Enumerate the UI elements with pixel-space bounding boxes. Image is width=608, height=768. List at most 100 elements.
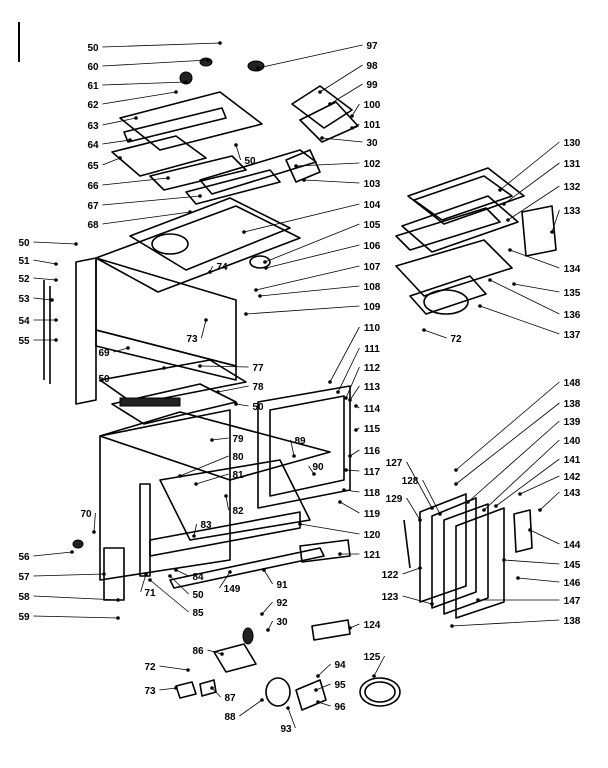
leader-line [467, 420, 560, 503]
callout-l68: 68 [87, 210, 192, 231]
leader-line [33, 259, 57, 265]
leader-dot [498, 188, 502, 192]
callout-l138b: 138 [450, 616, 581, 628]
callout-l93: 93 [280, 706, 296, 735]
leader-line [290, 439, 295, 457]
leader-dot [512, 282, 516, 286]
callout-l85: 85 [148, 578, 204, 619]
leader-line [529, 529, 560, 545]
callout-l101: 101 [350, 120, 381, 131]
part-number-label: 134 [564, 264, 581, 275]
part-number-label: 54 [18, 316, 30, 327]
leader-dot [506, 218, 510, 222]
callout-l66: 66 [87, 176, 170, 192]
leader-line [113, 347, 129, 353]
leader-dot [128, 138, 132, 142]
bracket-assembly [285, 85, 359, 183]
leader-dot [116, 616, 120, 620]
part-number-label: 101 [364, 120, 381, 131]
part-number-label: 130 [564, 138, 581, 149]
leader-dot [166, 176, 170, 180]
part-number-label: 92 [276, 598, 288, 609]
callout-l91: 91 [262, 568, 288, 591]
leader-line [343, 489, 360, 493]
callout-l59: 59 [18, 612, 120, 623]
part-number-label: 73 [186, 334, 198, 345]
part-number-label: 78 [252, 382, 264, 393]
leader-dot [286, 706, 290, 710]
callout-l106: 106 [264, 241, 381, 270]
leader-dot [234, 402, 238, 406]
leader-dot [418, 566, 422, 570]
leader-line [102, 211, 191, 225]
callout-l132: 132 [506, 182, 581, 222]
leader-line [33, 241, 77, 245]
callout-l118: 118 [342, 488, 381, 499]
leader-line [349, 449, 360, 457]
part-number-label: 91 [276, 580, 288, 591]
leader-line [265, 244, 360, 269]
callout-l117: 117 [344, 467, 381, 478]
callout-l119: 119 [338, 500, 381, 520]
leader-line [303, 179, 360, 184]
leader-line [402, 567, 421, 575]
part-number-label: 82 [232, 506, 244, 517]
part-number-label: 108 [364, 282, 381, 293]
callout-l58: 58 [18, 592, 120, 603]
part-number-label: 136 [564, 310, 581, 321]
leader-line [455, 381, 560, 471]
broiler-assembly [395, 167, 557, 315]
leader-dot [502, 202, 506, 206]
leader-dot [516, 576, 520, 580]
leader-dot [494, 504, 498, 508]
leader-dot [260, 612, 264, 616]
leader-line [479, 305, 560, 335]
part-number-label: 51 [18, 256, 30, 267]
part-number-label: 68 [87, 220, 99, 231]
leader-line [33, 297, 53, 301]
leader-dot [328, 380, 332, 384]
leader-dot [372, 674, 376, 678]
part-number-label: 90 [312, 462, 324, 473]
part-number-label: 50 [244, 156, 256, 167]
leader-line [113, 367, 165, 379]
leader-dot [216, 390, 220, 394]
leader-dot [148, 578, 152, 582]
part-number-label: 63 [87, 121, 99, 132]
callout-l30a: 30 [320, 136, 378, 149]
leader-line [345, 469, 360, 472]
callout-l50a: 50 [87, 41, 222, 54]
callout-l50d: 50 [98, 366, 166, 385]
part-number-label: 77 [252, 363, 264, 374]
callout-l116: 116 [348, 446, 381, 458]
callout-l50f: 50 [168, 574, 204, 601]
leader-line [455, 402, 560, 485]
callout-l77: 77 [198, 363, 264, 374]
part-number-label: 98 [366, 61, 378, 72]
leader-line [495, 458, 560, 507]
leader-line [337, 347, 360, 393]
leader-dot [354, 404, 358, 408]
leader-dot [228, 570, 232, 574]
part-number-label: 72 [144, 662, 156, 673]
part-number-label: 58 [18, 592, 30, 603]
leader-dot [336, 390, 340, 394]
leader-line [33, 615, 119, 619]
callout-l97: 97 [256, 41, 378, 70]
leader-dot [174, 568, 178, 572]
callout-l74: 74 [208, 262, 228, 274]
callout-l111: 111 [336, 344, 380, 394]
leader-dot [348, 626, 352, 630]
callout-l71: 71 [140, 572, 156, 599]
part-number-label: 118 [364, 488, 381, 499]
callout-l90: 90 [308, 462, 324, 476]
part-number-label: 50 [98, 374, 110, 385]
leader-line [140, 573, 147, 593]
leader-dot [348, 398, 352, 402]
part-number-label: 145 [564, 560, 581, 571]
part-number-label: 124 [364, 620, 381, 631]
callout-l146: 146 [516, 576, 581, 589]
part-number-label: 119 [364, 509, 381, 520]
callout-l130: 130 [498, 138, 581, 192]
